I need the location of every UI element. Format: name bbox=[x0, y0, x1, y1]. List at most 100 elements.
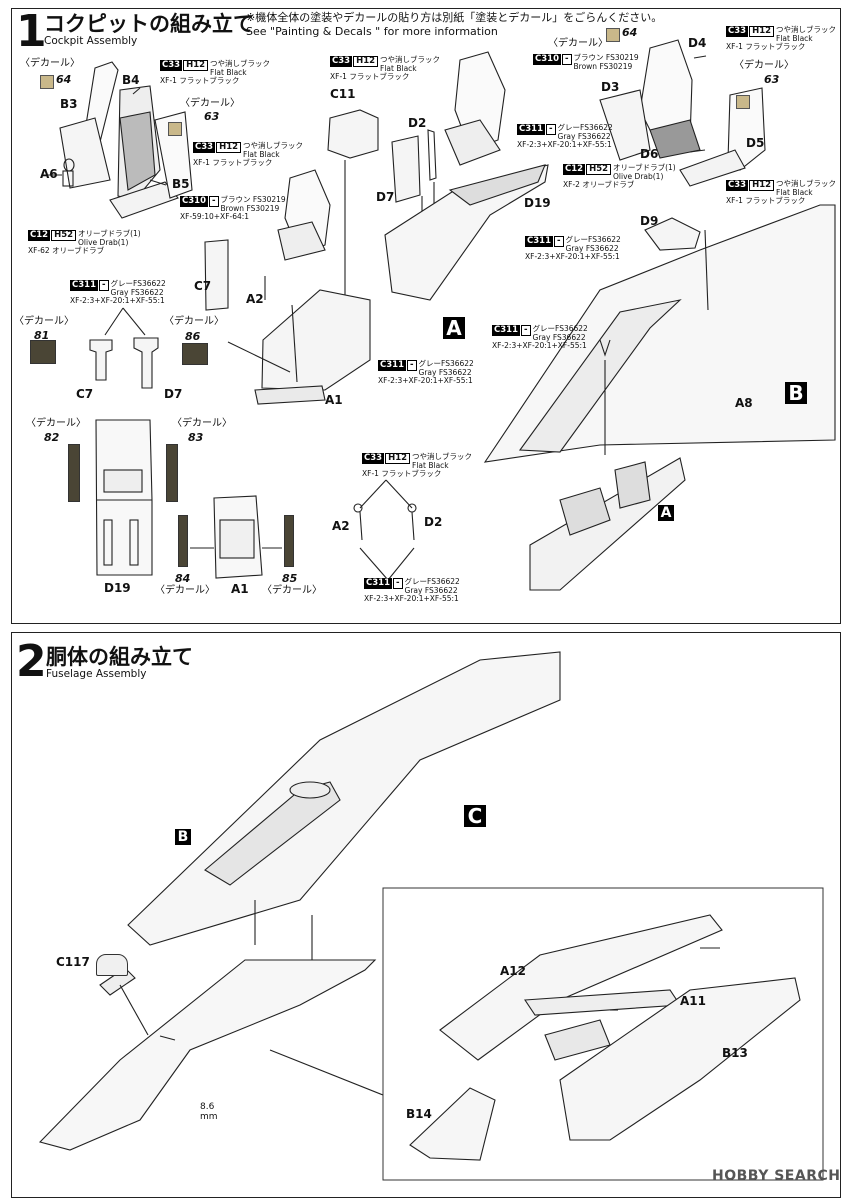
part-label: B4 bbox=[122, 73, 140, 87]
decal-thumb bbox=[68, 444, 80, 502]
fuselage-b bbox=[483, 204, 836, 463]
step2-number: 2 bbox=[16, 636, 47, 687]
step1-number: 1 bbox=[16, 6, 47, 57]
part-label: D7 bbox=[376, 190, 395, 204]
part-label: D19 bbox=[104, 581, 131, 595]
subassembly-marker-a: A bbox=[443, 317, 465, 339]
part-label: C7 bbox=[76, 387, 94, 401]
step1-panel bbox=[11, 8, 841, 624]
decal-number: 64 bbox=[56, 73, 72, 86]
decal-number: 63 bbox=[204, 110, 220, 123]
part-label: D3 bbox=[601, 80, 620, 94]
canopy-c117 bbox=[96, 954, 128, 976]
part-label: A11 bbox=[680, 994, 706, 1008]
decal-number: 64 bbox=[622, 26, 638, 39]
step2-panel bbox=[11, 632, 841, 1198]
a2-d2-levers bbox=[353, 479, 417, 581]
part-label: A8 bbox=[735, 396, 753, 410]
part-c11 bbox=[327, 109, 379, 298]
dimension-value: 8.6 bbox=[200, 1102, 215, 1112]
c7-d7-small bbox=[89, 307, 159, 389]
part-label: B3 bbox=[60, 97, 78, 111]
part-label: B14 bbox=[406, 1107, 432, 1121]
detail-inset bbox=[269, 887, 824, 1181]
part-label: D9 bbox=[640, 214, 659, 228]
decal-label: 〈デカール〉 bbox=[155, 585, 215, 596]
decal-label: 〈デカール〉 bbox=[14, 316, 74, 327]
step1-note-en: See "Painting & Decals " for more inform… bbox=[246, 25, 498, 38]
part-label: D7 bbox=[164, 387, 183, 401]
part-label: A6 bbox=[40, 167, 58, 181]
decal-thumb bbox=[166, 444, 178, 502]
rear-seat-tub bbox=[384, 51, 549, 301]
part-label: D6 bbox=[640, 147, 659, 161]
decal-number: 84 bbox=[175, 572, 191, 585]
decal-thumb bbox=[168, 122, 182, 136]
seat-b-assembly bbox=[44, 61, 193, 219]
part-label: A1 bbox=[231, 582, 249, 596]
part-label: D2 bbox=[424, 515, 443, 529]
part-label: A1 bbox=[325, 393, 343, 407]
fuselage-upper-c bbox=[127, 651, 561, 975]
decal-number: 83 bbox=[188, 431, 204, 444]
part-label: C117 bbox=[56, 955, 90, 969]
step2-subtitle: Fuselage Assembly bbox=[46, 668, 147, 680]
front-seat-tub bbox=[204, 169, 371, 405]
decal-number: 85 bbox=[282, 572, 298, 585]
part-label: D19 bbox=[524, 196, 551, 210]
decal-thumb bbox=[284, 515, 294, 567]
decal-number: 81 bbox=[34, 329, 50, 342]
part-label: B5 bbox=[172, 177, 190, 191]
subassembly-marker-a: A bbox=[658, 505, 674, 521]
step1-subtitle: Cockpit Assembly bbox=[44, 35, 138, 47]
part-label: C11 bbox=[330, 87, 356, 101]
part-label: D2 bbox=[408, 116, 427, 130]
step1-title: コクピットの組み立て bbox=[44, 12, 254, 36]
decal-label: 〈デカール〉 bbox=[262, 585, 322, 596]
subassembly-marker-c: C bbox=[464, 805, 486, 827]
decal-thumb bbox=[178, 515, 188, 567]
step1-note-jp: ※機体全体の塗装やデカールの貼り方は別紙「塗装とデカール」をごらんください。 bbox=[246, 11, 663, 24]
a1-console bbox=[190, 495, 282, 579]
step2-title: 胴体の組み立て bbox=[46, 645, 193, 669]
decal-label: 〈デカール〉 bbox=[20, 58, 80, 69]
part-label: A2 bbox=[246, 292, 264, 306]
decal-label: 〈デカール〉 bbox=[180, 98, 240, 109]
decal-thumb bbox=[30, 340, 56, 364]
part-label: B13 bbox=[722, 1046, 748, 1060]
watermark: HOBBY SEARCH bbox=[712, 1168, 841, 1184]
decal-label: 〈デカール〉 bbox=[734, 60, 794, 71]
decal-number: 86 bbox=[185, 330, 201, 343]
decal-number: 63 bbox=[764, 73, 780, 86]
part-label: D4 bbox=[688, 36, 707, 50]
part-label: A12 bbox=[500, 964, 526, 978]
decal-label: 〈デカール〉 bbox=[548, 38, 608, 49]
part-label: D5 bbox=[746, 136, 765, 150]
decal-number: 82 bbox=[44, 431, 60, 444]
part-label: A2 bbox=[332, 519, 350, 533]
part-label: C7 bbox=[194, 279, 212, 293]
dimension-unit: mm bbox=[200, 1112, 218, 1122]
decal-thumb bbox=[736, 95, 750, 109]
decal-label: 〈デカール〉 bbox=[26, 418, 86, 429]
decal-thumb bbox=[40, 75, 54, 89]
decal-label: 〈デカール〉 bbox=[164, 316, 224, 327]
decal-label: 〈デカール〉 bbox=[172, 418, 232, 429]
subassembly-marker-b: B bbox=[175, 829, 191, 845]
